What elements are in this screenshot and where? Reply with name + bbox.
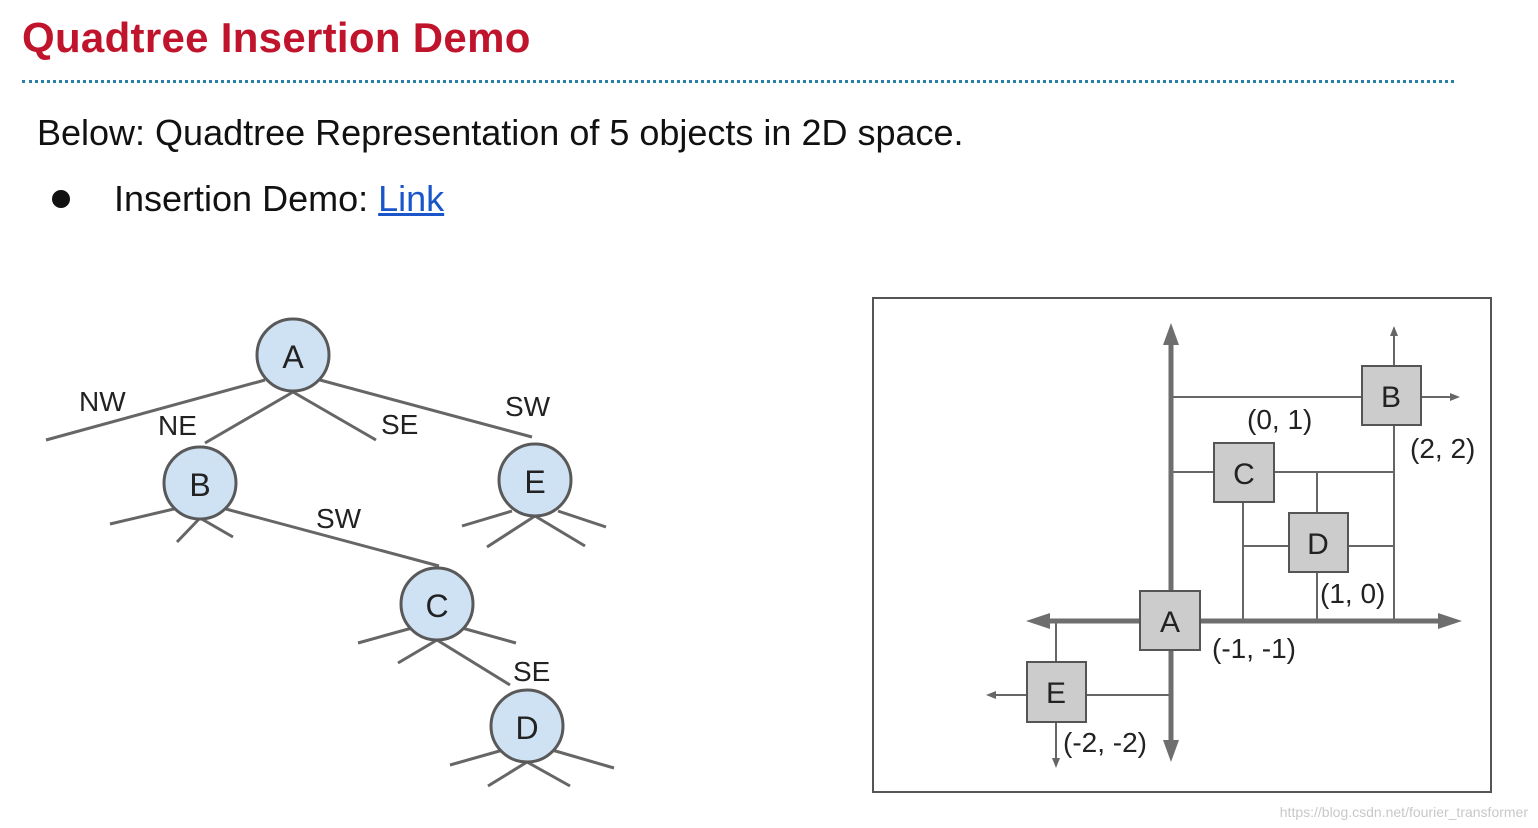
title-divider <box>22 80 1454 83</box>
point-boxes: B C D A E <box>1026 365 1422 723</box>
edge-e-nw <box>461 509 513 528</box>
edge-label-a-se: SE <box>381 409 418 440</box>
edge-d-sw <box>551 748 615 770</box>
tree-node-c <box>399 566 475 642</box>
edge-e-sw <box>557 509 607 529</box>
edge-c-se <box>436 638 511 687</box>
tree-node-d-label: D <box>515 710 538 746</box>
subtitle: Below: Quadtree Representation of 5 obje… <box>37 112 964 153</box>
coord-c: (0, 1) <box>1247 404 1312 435</box>
arrow-left-icon <box>1026 613 1050 629</box>
arrow-right-icon <box>1438 613 1462 629</box>
watermark: https://blog.csdn.net/fourier_transforme… <box>1279 804 1528 820</box>
axis-arrowheads <box>1026 323 1462 762</box>
point-label-d: D <box>1307 528 1329 561</box>
coord-a: (-1, -1) <box>1212 633 1296 664</box>
point-label-b: B <box>1381 381 1401 414</box>
tree-node-e <box>497 442 573 518</box>
tree-edges <box>45 378 615 788</box>
edge-b-se <box>199 516 234 539</box>
coord-b: (2, 2) <box>1410 433 1475 464</box>
edge-d-se <box>526 760 571 788</box>
tree-node-d <box>489 688 565 764</box>
edge-label-a-ne: NE <box>158 410 197 441</box>
edge-e-ne <box>486 514 536 549</box>
arrow-up-icon <box>1163 323 1179 345</box>
edge-a-se <box>292 390 377 442</box>
plane-diagram: B C D A E (2, 2) (0, 1) (1, 0) (-1, -1) … <box>872 297 1492 793</box>
coord-labels: (2, 2) (0, 1) (1, 0) (-1, -1) (-2, -2) <box>1063 404 1475 758</box>
point-label-a: A <box>1160 606 1180 639</box>
tree-node-a <box>255 317 331 393</box>
arrow-down-icon <box>1163 740 1179 762</box>
bullet-dot-icon <box>52 190 70 208</box>
edge-b-nw <box>109 506 179 526</box>
edge-a-ne <box>204 390 294 445</box>
edge-d-ne <box>487 760 528 788</box>
edge-d-nw <box>449 748 504 767</box>
edge-c-nw <box>357 626 413 645</box>
bullet-text: Insertion Demo: Link <box>114 178 444 220</box>
tree-edge-labels: NW NE SE SW SW SE <box>79 386 551 687</box>
edge-b-sw <box>225 507 440 568</box>
edge-c-sw <box>461 626 517 645</box>
point-label-c: C <box>1233 458 1255 491</box>
tree-node-c-label: C <box>425 588 448 624</box>
tree-node-e-label: E <box>524 464 545 500</box>
point-box-c <box>1213 442 1275 503</box>
insertion-demo-link[interactable]: Link <box>378 178 445 219</box>
point-box-a <box>1139 590 1201 651</box>
edge-label-c-se: SE <box>513 656 550 687</box>
coord-d: (1, 0) <box>1320 578 1385 609</box>
point-box-e <box>1026 661 1087 723</box>
edge-label-a-nw: NW <box>79 386 126 417</box>
thin-arrowheads <box>986 326 1460 768</box>
edge-b-ne <box>175 516 202 544</box>
point-label-e: E <box>1046 677 1066 710</box>
partition-lines <box>990 328 1450 762</box>
tree-nodes: A B E C D <box>162 317 573 764</box>
point-box-b <box>1361 365 1422 426</box>
coord-e: (-2, -2) <box>1063 727 1147 758</box>
page-title: Quadtree Insertion Demo <box>22 14 531 61</box>
edge-a-sw <box>319 378 533 439</box>
edge-c-ne <box>397 638 438 665</box>
edge-a-nw <box>45 378 266 442</box>
tree-node-b <box>162 445 238 521</box>
tree-node-b-label: B <box>189 467 210 503</box>
tree-node-a-label: A <box>282 339 304 375</box>
edge-e-se <box>534 514 586 548</box>
edge-label-a-sw: SW <box>505 391 551 422</box>
bullet-prefix: Insertion Demo: <box>114 178 379 219</box>
edge-label-b-sw: SW <box>316 503 362 534</box>
point-box-d <box>1288 512 1349 573</box>
main-axes <box>1046 340 1444 745</box>
